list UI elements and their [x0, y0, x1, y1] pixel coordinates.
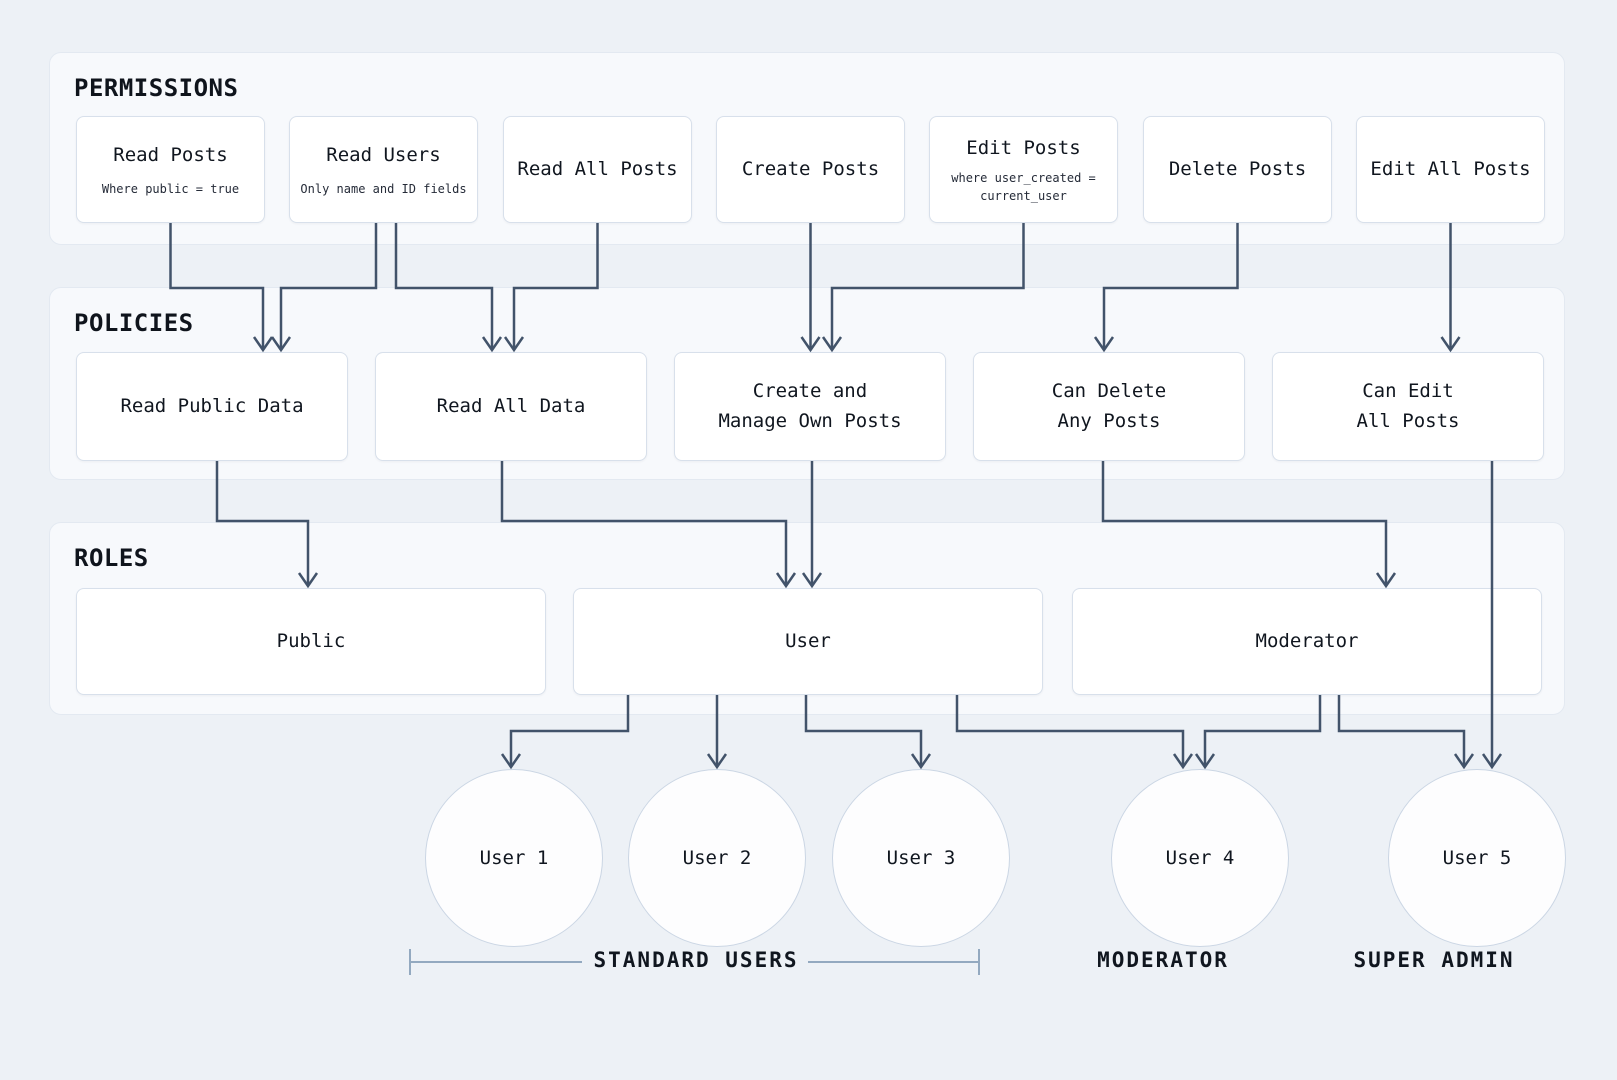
standard-users-bracket-tick-right	[978, 949, 980, 975]
node-label: Read Public Data	[120, 394, 304, 417]
node-label: Edit All Posts	[1370, 157, 1531, 180]
node-label: Read Users	[326, 144, 441, 167]
policy-node-can-delete-any-posts: Can Delete Any Posts	[973, 352, 1245, 461]
policy-node-read-all-data: Read All Data	[375, 352, 647, 461]
user-circle-label: User 4	[1165, 847, 1235, 869]
node-label: Read All Data	[436, 394, 586, 417]
arrowhead-icon	[706, 753, 728, 770]
permission-node-read-users: Read Users Only name and ID fields	[289, 116, 478, 223]
node-sublabel: Only name and ID fields	[300, 181, 467, 196]
standard-users-bracket-left	[410, 961, 582, 963]
node-label: Can Delete Any Posts	[1051, 380, 1167, 432]
node-label: Read Posts	[113, 144, 228, 167]
group-label-standard-users: STANDARD USERS	[593, 948, 799, 972]
permission-node-edit-posts: Edit Posts where user_created = current_…	[929, 116, 1118, 223]
arrowhead-icon	[1172, 753, 1194, 770]
role-node-user: User	[573, 588, 1043, 695]
user-circle-5: User 5	[1388, 769, 1566, 947]
policies-panel-title: POLICIES	[74, 309, 194, 337]
arrowhead-icon	[1194, 753, 1216, 770]
standard-users-bracket-right	[808, 961, 979, 963]
role-node-moderator: Moderator	[1072, 588, 1542, 695]
node-label: Delete Posts	[1168, 157, 1307, 180]
node-label: User	[785, 629, 831, 652]
policy-node-create-manage-own-posts: Create and Manage Own Posts	[674, 352, 946, 461]
user-circle-label: User 3	[886, 847, 956, 869]
node-label: Create Posts	[741, 157, 880, 180]
group-label-super-admin: SUPER ADMIN	[1353, 948, 1515, 972]
permission-node-read-all-posts: Read All Posts	[503, 116, 692, 223]
permission-node-read-posts: Read Posts Where public = true	[76, 116, 265, 223]
roles-panel-title: ROLES	[74, 544, 149, 572]
node-label: Edit Posts	[966, 137, 1081, 160]
arrowhead-icon	[910, 753, 932, 770]
node-label: Public	[276, 629, 346, 652]
policy-node-can-edit-all-posts: Can Edit All Posts	[1272, 352, 1544, 461]
user-circle-label: User 1	[479, 847, 549, 869]
user-circle-label: User 2	[682, 847, 752, 869]
user-circle-4: User 4	[1111, 769, 1289, 947]
node-label: Read All Posts	[517, 157, 678, 180]
permissions-panel-title: PERMISSIONS	[74, 74, 239, 102]
permission-node-edit-all-posts: Edit All Posts	[1356, 116, 1545, 223]
permission-node-create-posts: Create Posts	[716, 116, 905, 223]
policy-node-read-public-data: Read Public Data	[76, 352, 348, 461]
node-label: Can Edit All Posts	[1356, 380, 1460, 432]
arrowhead-icon	[1481, 753, 1503, 770]
node-sublabel: where user_created = current_user	[951, 170, 1096, 203]
role-node-public: Public	[76, 588, 546, 695]
permission-node-delete-posts: Delete Posts	[1143, 116, 1332, 223]
user-circle-label: User 5	[1442, 847, 1512, 869]
arrowhead-icon	[1453, 753, 1475, 770]
user-circle-1: User 1	[425, 769, 603, 947]
user-circle-3: User 3	[832, 769, 1010, 947]
user-circle-2: User 2	[628, 769, 806, 947]
group-label-moderator: MODERATOR	[1097, 948, 1229, 972]
standard-users-bracket-tick-left	[409, 949, 411, 975]
node-label: Create and Manage Own Posts	[718, 380, 902, 432]
node-sublabel: Where public = true	[101, 181, 240, 196]
arrowhead-icon	[500, 753, 522, 770]
node-label: Moderator	[1255, 629, 1359, 652]
